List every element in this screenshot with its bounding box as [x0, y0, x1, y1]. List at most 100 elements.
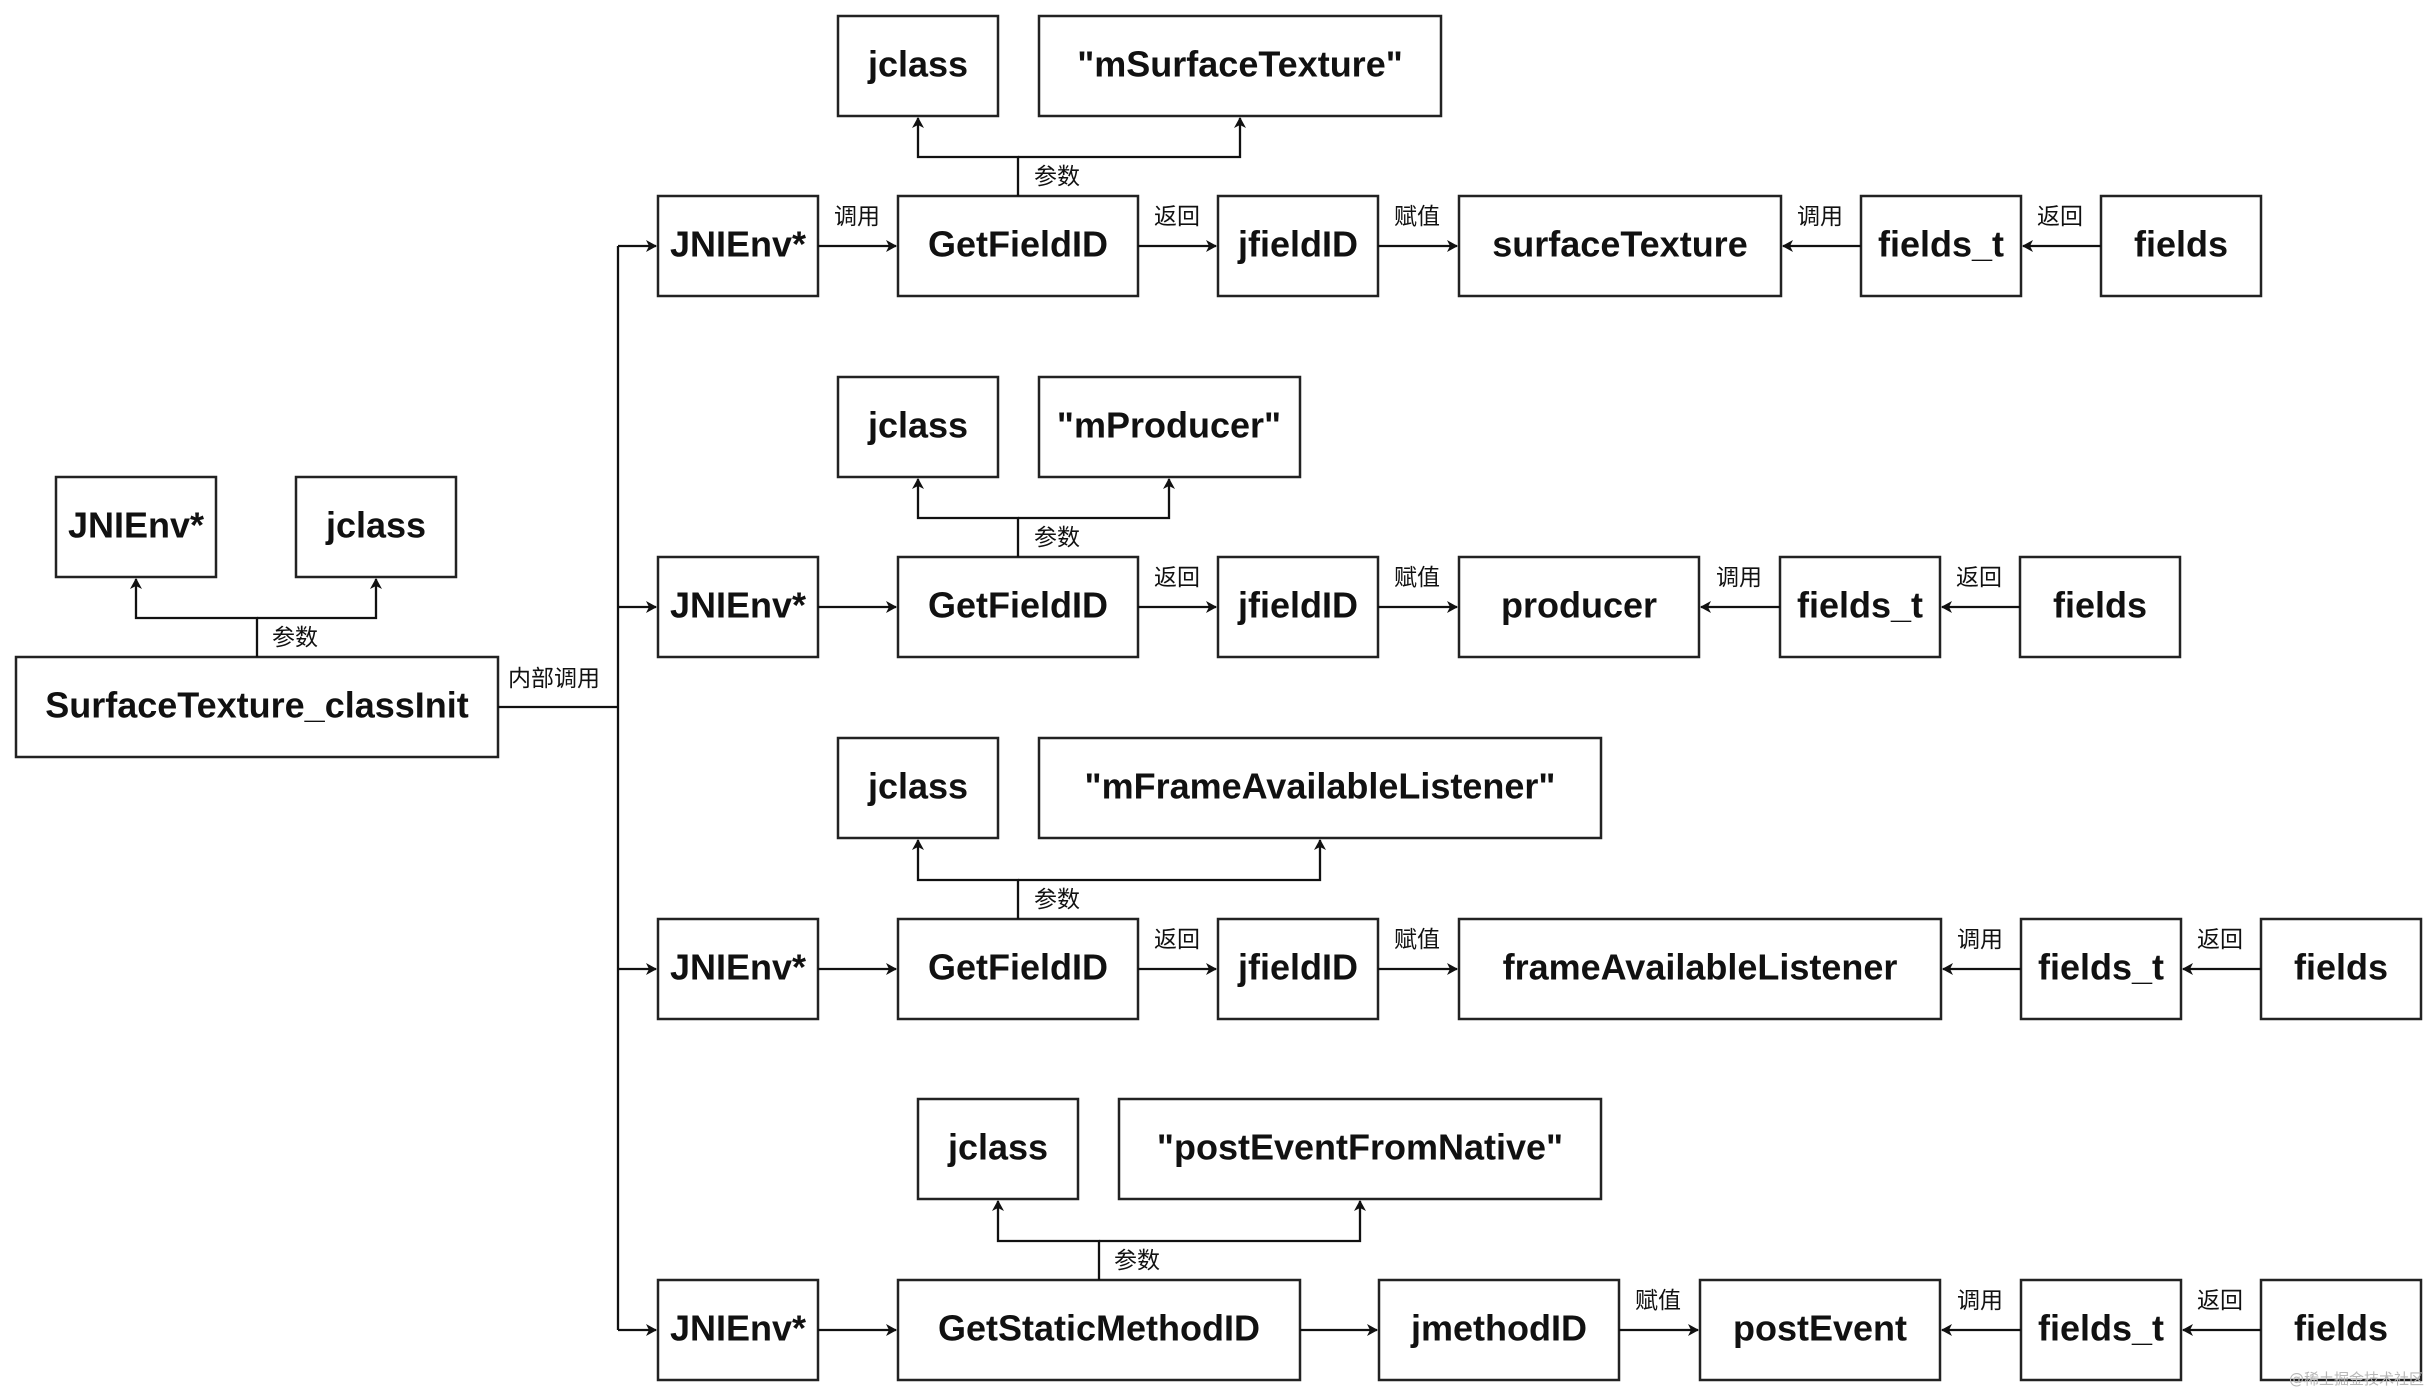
node-r1-jfieldid: jfieldID [1216, 194, 1380, 298]
label-root-param: 参数 [272, 625, 318, 651]
node-r1-msurfacetexture: "mSurfaceTexture" [1037, 14, 1443, 118]
node-r2-producer: producer [1457, 555, 1701, 659]
label-r1-param: 参数 [1034, 164, 1080, 190]
node-r2-getfieldid-label: GetFieldID [928, 585, 1108, 626]
label-r3-call2: 调用 [1957, 927, 2003, 953]
node-r2-fields: fields [2018, 555, 2182, 659]
node-r3-jclass-label: jclass [867, 766, 968, 807]
edge-r2-param-2 [1018, 478, 1175, 520]
node-r2-jclass: jclass [836, 375, 1000, 479]
node-r4-postevent: postEvent [1698, 1278, 1942, 1382]
node-r1-fields-t: fields_t [1859, 194, 2023, 298]
node-r4-fields-t-label: fields_t [2038, 1308, 2164, 1349]
node-r3-frameavailablelistener-label: frameAvailableListener [1503, 947, 1898, 988]
label-r2-call2: 调用 [1716, 565, 1762, 591]
edge-root-param-1 [130, 578, 259, 657]
node-r1-jclass: jclass [836, 14, 1000, 118]
node-r4-posteventfromnative-label: "postEventFromNative" [1157, 1127, 1563, 1168]
label-r2-return: 返回 [1154, 565, 1200, 591]
node-r1-jnienv: JNIEnv* [656, 194, 820, 298]
label-r1-return2: 返回 [2037, 204, 2083, 230]
node-r1-getfieldid: GetFieldID [896, 194, 1140, 298]
label-r1-assign: 赋值 [1394, 204, 1440, 230]
node-r4-jnienv: JNIEnv* [656, 1278, 820, 1382]
node-r2-getfieldid: GetFieldID [896, 555, 1140, 659]
node-r4-getstaticmethodid: GetStaticMethodID [896, 1278, 1302, 1382]
edge-r3-param-2 [1018, 839, 1326, 882]
edge-r1-param-1 [912, 117, 1020, 196]
node-r1-jnienv-label: JNIEnv* [670, 224, 806, 265]
node-r3-getfieldid: GetFieldID [896, 917, 1140, 1021]
node-r1-surfacetexture-label: surfaceTexture [1492, 224, 1747, 265]
node-r3-fields-label: fields [2294, 947, 2388, 988]
edge-r4-param-2 [1099, 1200, 1366, 1243]
node-r4-jmethodid-label: jmethodID [1410, 1308, 1587, 1349]
edge-r1-param-2 [1018, 117, 1246, 159]
node-r1-fields: fields [2099, 194, 2263, 298]
node-r3-jnienv: JNIEnv* [656, 917, 820, 1021]
label-r2-param: 参数 [1034, 525, 1080, 551]
edge-root-param-2 [257, 578, 382, 620]
label-r3-return2: 返回 [2197, 927, 2243, 953]
node-root-jclass-label: jclass [325, 505, 426, 546]
watermark-text: @稀土掘金技术社区 [2289, 1370, 2424, 1388]
node-r1-getfieldid-label: GetFieldID [928, 224, 1108, 265]
node-r4-jnienv-label: JNIEnv* [670, 1308, 806, 1349]
node-r4-jclass-label: jclass [947, 1127, 1048, 1168]
node-root-jclass: jclass [294, 475, 458, 579]
node-r4-fields: fields [2259, 1278, 2423, 1382]
node-r2-jnienv: JNIEnv* [656, 555, 820, 659]
node-r2-fields-label: fields [2053, 585, 2147, 626]
node-r1-jfieldid-label: jfieldID [1237, 224, 1358, 265]
node-r3-fields: fields [2259, 917, 2423, 1021]
node-r2-mproducer-label: "mProducer" [1057, 405, 1281, 446]
node-r3-mframeavailablelistener-label: "mFrameAvailableListener" [1085, 766, 1556, 807]
label-r2-return2: 返回 [1956, 565, 2002, 591]
node-r2-producer-label: producer [1501, 585, 1657, 626]
node-r3-frameavailablelistener: frameAvailableListener [1457, 917, 1943, 1021]
node-r4-fields-t: fields_t [2019, 1278, 2183, 1382]
node-r4-jmethodid: jmethodID [1377, 1278, 1621, 1382]
edge-r2-param-1 [912, 478, 1020, 557]
node-r2-fields-t: fields_t [1778, 555, 1942, 659]
edge-r4-param-1 [992, 1200, 1101, 1280]
label-r4-assign: 赋值 [1635, 1288, 1681, 1314]
label-r3-assign: 赋值 [1394, 927, 1440, 953]
edge-r3-param-1 [912, 839, 1020, 919]
node-r3-getfieldid-label: GetFieldID [928, 947, 1108, 988]
node-r1-fields-t-label: fields_t [1878, 224, 2004, 265]
label-r4-param: 参数 [1114, 1248, 1160, 1274]
node-r2-jfieldid-label: jfieldID [1237, 585, 1358, 626]
node-r2-jclass-label: jclass [867, 405, 968, 446]
node-r1-fields-label: fields [2134, 224, 2228, 265]
node-r2-mproducer: "mProducer" [1037, 375, 1302, 479]
label-r3-return: 返回 [1154, 927, 1200, 953]
node-r2-fields-t-label: fields_t [1797, 585, 1923, 626]
label-r3-param: 参数 [1034, 887, 1080, 913]
node-r2-jnienv-label: JNIEnv* [670, 585, 806, 626]
node-r2-jfieldid: jfieldID [1216, 555, 1380, 659]
node-r4-fields-label: fields [2294, 1308, 2388, 1349]
node-r1-surfacetexture: surfaceTexture [1457, 194, 1783, 298]
node-surfacetexture-classinit: SurfaceTexture_classInit [14, 655, 500, 759]
label-r2-assign: 赋值 [1394, 565, 1440, 591]
node-root-jnienv: JNIEnv* [54, 475, 218, 579]
label-root-internal: 内部调用 [508, 666, 600, 692]
node-r3-mframeavailablelistener: "mFrameAvailableListener" [1037, 736, 1603, 840]
node-r1-jclass-label: jclass [867, 44, 968, 85]
node-r1-msurfacetexture-label: "mSurfaceTexture" [1077, 44, 1403, 85]
label-r1-return: 返回 [1154, 204, 1200, 230]
node-r3-jclass: jclass [836, 736, 1000, 840]
node-r3-jfieldid-label: jfieldID [1237, 947, 1358, 988]
label-r4-call2: 调用 [1957, 1288, 2003, 1314]
node-root-jnienv-label: JNIEnv* [68, 505, 204, 546]
label-r4-return2: 返回 [2197, 1288, 2243, 1314]
node-r3-jnienv-label: JNIEnv* [670, 947, 806, 988]
node-r4-postevent-label: postEvent [1733, 1308, 1907, 1349]
node-r4-jclass: jclass [916, 1097, 1080, 1201]
node-r3-fields-t: fields_t [2019, 917, 2183, 1021]
node-r3-fields-t-label: fields_t [2038, 947, 2164, 988]
node-r4-posteventfromnative: "postEventFromNative" [1117, 1097, 1603, 1201]
label-r1-call: 调用 [834, 204, 880, 230]
